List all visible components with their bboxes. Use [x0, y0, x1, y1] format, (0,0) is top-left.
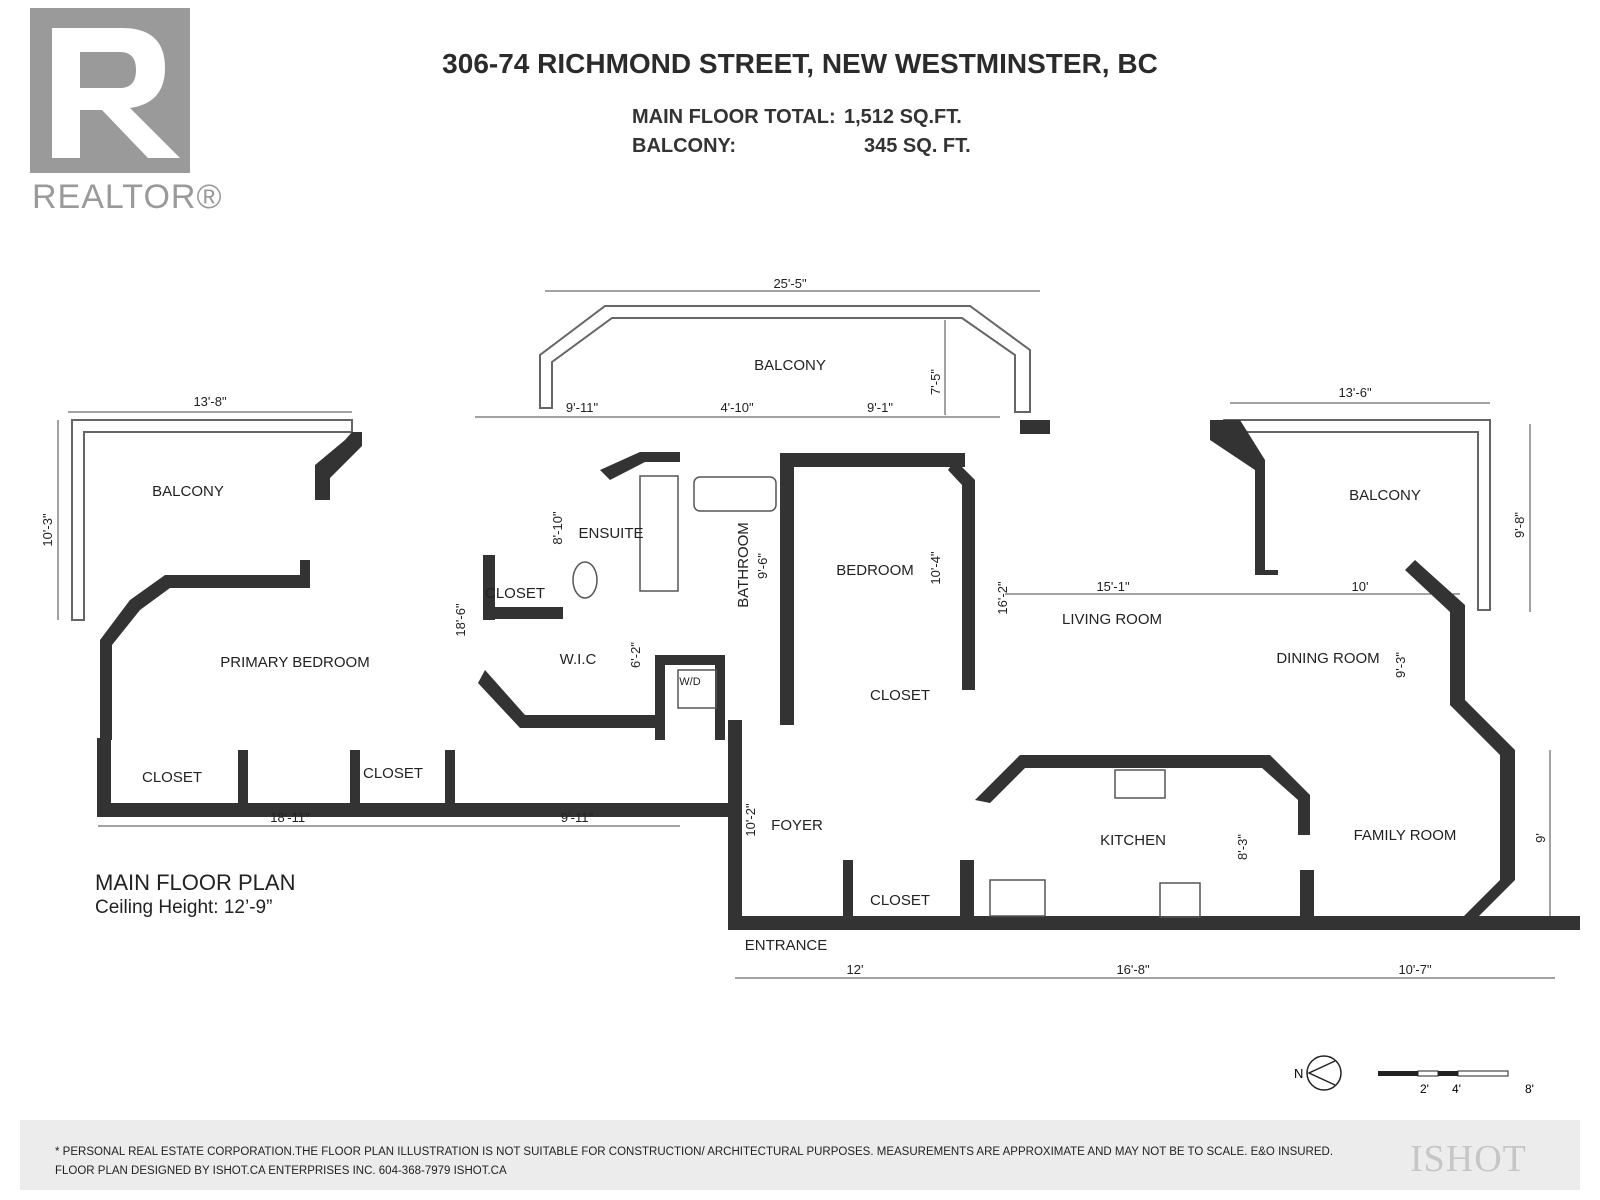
plan-subtitle: Ceiling Height: 12’-9”: [95, 897, 273, 918]
room-ensuite: ENSUITE: [578, 525, 643, 542]
plan-title: MAIN FLOOR PLAN: [95, 870, 296, 895]
ishot-logo: ISHOT: [1410, 1138, 1527, 1180]
room-closet-primary-1: CLOSET: [142, 769, 202, 786]
dim-balcony-left-width: 13'-8": [193, 394, 227, 409]
dim-bathroom-depth: 9'-6": [755, 553, 770, 579]
dim-balcony-right-depth: 9'-8": [1512, 512, 1527, 538]
room-closet-bedroom: CLOSET: [870, 687, 930, 704]
room-living-room: LIVING ROOM: [1062, 611, 1162, 628]
dim-top-seg-2: 4'-10": [720, 400, 754, 415]
scale-label-8: 8': [1525, 1082, 1534, 1096]
room-bathroom: BATHROOM: [735, 522, 752, 608]
compass-and-scale: N 2' 4' 8': [1290, 1055, 1550, 1105]
realtor-r-icon: [30, 8, 190, 173]
scale-bar: 2' 4' 8': [1378, 1070, 1534, 1096]
room-wd: W/D: [679, 676, 700, 688]
bath-fixtures: [572, 475, 777, 709]
dim-dining-depth: 9'-3": [1393, 652, 1408, 678]
room-closet-ensuite: CLOSET: [485, 585, 545, 602]
room-balcony-top: BALCONY: [754, 357, 826, 374]
room-entrance: ENTRANCE: [745, 937, 828, 954]
dim-bottom-2: 16'-8": [1116, 962, 1150, 977]
room-primary-bedroom: PRIMARY BEDROOM: [220, 654, 369, 671]
dim-balcony-right-width: 13'-6": [1338, 385, 1372, 400]
property-address: 306-74 RICHMOND STREET, NEW WESTMINSTER,…: [442, 48, 1158, 79]
north-arrow-icon: [1306, 1055, 1342, 1091]
dim-ensuite-depth: 8'-10": [550, 511, 565, 545]
dim-balcony-top-depth: 7'-5": [928, 369, 943, 395]
dim-living-depth: 16'-2": [995, 581, 1010, 615]
dim-bottom-left-2: 9'-11": [561, 810, 594, 825]
dim-bottom-3: 10'-7": [1398, 962, 1432, 977]
room-bedroom: BEDROOM: [836, 562, 914, 579]
scale-label-4: 4': [1452, 1082, 1461, 1096]
compass-label: N: [1294, 1066, 1303, 1081]
dim-wic-depth: 6'-2": [628, 642, 643, 668]
footer-credit: FLOOR PLAN DESIGNED BY ISHOT.CA ENTERPRI…: [55, 1165, 507, 1177]
room-balcony-right: BALCONY: [1349, 487, 1421, 504]
dim-top-seg-3: 9'-1": [867, 400, 893, 415]
kitchen-fixtures: [989, 769, 1201, 918]
dim-primary-depth: 18'-6": [453, 603, 468, 637]
footer-band: [20, 1120, 1580, 1190]
realtor-logo: REALTOR®: [30, 8, 222, 216]
walls: [97, 420, 1580, 930]
room-wic: W.I.C: [560, 651, 597, 668]
balcony-area-label: BALCONY:: [632, 135, 737, 157]
dimension-lines: [57, 290, 1555, 979]
balcony-area-value: 345 SQ. FT.: [864, 135, 971, 157]
dim-bedroom-depth: 10'-4": [928, 551, 943, 585]
dim-top-seg-1: 9'-11": [566, 400, 599, 415]
room-foyer: FOYER: [771, 817, 823, 834]
room-dining-room: DINING ROOM: [1276, 650, 1379, 667]
main-floor-label: MAIN FLOOR TOTAL:: [632, 106, 836, 128]
room-balcony-left: BALCONY: [152, 483, 224, 500]
dim-kitchen-depth: 8'-3": [1235, 834, 1250, 860]
room-closet-primary-2: CLOSET: [363, 765, 423, 782]
dim-family-depth: 9': [1533, 833, 1548, 843]
room-family-room: FAMILY ROOM: [1354, 827, 1457, 844]
dim-living-width: 15'-1": [1096, 579, 1130, 594]
main-floor-value: 1,512 SQ.FT.: [844, 106, 962, 128]
dim-foyer-depth: 10'-2": [743, 803, 758, 837]
room-closet-foyer: CLOSET: [870, 892, 930, 909]
dim-dining-width: 10': [1352, 579, 1369, 594]
dim-balcony-top-width: 25'-5": [773, 276, 807, 291]
dim-balcony-left-depth: 10'-3": [40, 513, 55, 547]
scale-label-2: 2': [1420, 1082, 1429, 1096]
room-kitchen: KITCHEN: [1100, 832, 1166, 849]
dim-bottom-left-1: 18'-11": [270, 810, 310, 825]
footer-disclaimer: * PERSONAL REAL ESTATE CORPORATION.THE F…: [55, 1146, 1334, 1158]
dim-bottom-1: 12': [847, 962, 864, 977]
realtor-wordmark: REALTOR®: [32, 178, 223, 216]
